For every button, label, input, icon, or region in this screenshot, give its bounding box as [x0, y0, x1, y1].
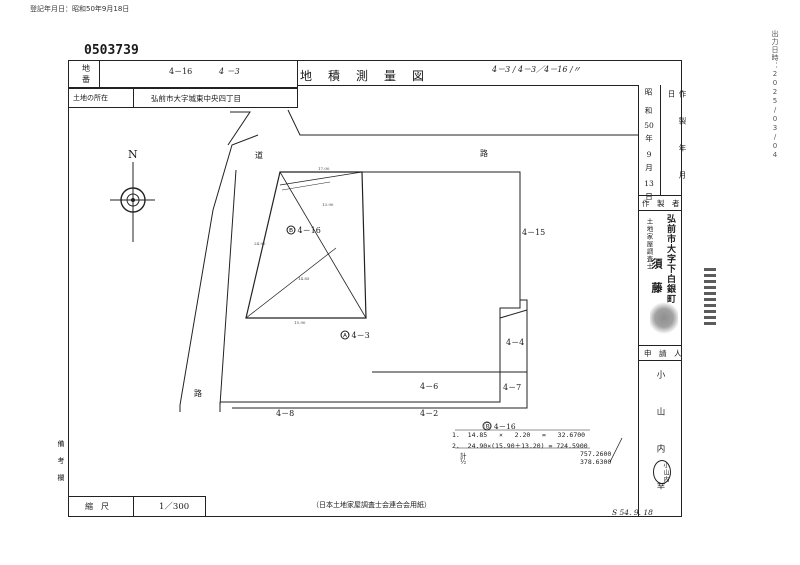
main-frame: [68, 60, 682, 517]
neighbor-4-2: 4－2: [420, 409, 439, 418]
road-label-top-right: 路: [480, 149, 488, 158]
month: 9: [646, 150, 652, 159]
calc-total-label: 計: [460, 452, 467, 460]
author-address: 弘前市大字下白銀町: [665, 214, 675, 304]
side-stamp-icon: [704, 268, 716, 328]
author-title: 土地家屋調査士: [645, 218, 653, 271]
parcel-b-diagonal: [279, 171, 367, 319]
day-unit: 日: [645, 192, 653, 201]
author-label: 作 製 者: [642, 199, 680, 208]
road-left-outer: [179, 134, 259, 412]
right-panel-divider: [660, 85, 661, 195]
road-label-bottom: 路: [194, 389, 202, 398]
parcel-a-circle-icon: [340, 330, 350, 340]
chiban-label: 地 番: [82, 64, 106, 84]
header-location-cell: 土地の所在 弘前市大字城東中央四丁目: [68, 88, 298, 108]
day: 13: [644, 179, 654, 188]
svg-text:14.85: 14.85: [298, 276, 310, 281]
svg-text:17.00: 17.00: [318, 166, 330, 171]
calc-half-value: 378.6300: [580, 458, 612, 466]
neighbor-4-15: 4－15: [522, 228, 546, 237]
era-label: 昭 和: [644, 88, 653, 115]
header-rule: [298, 85, 638, 86]
chiban-handwritten: 4 －3: [219, 67, 240, 76]
neighbor-4-4: 4－4: [506, 338, 525, 347]
calc-row-1: 1. 14.85 × 2.20 = 32.6700: [452, 431, 586, 439]
applicant-name: 小 山 内 幸: [655, 370, 665, 500]
rule: [638, 210, 682, 211]
scale-value: 1／300: [159, 502, 190, 512]
rule: [638, 345, 682, 346]
scale-label: 縮 尺: [85, 502, 109, 511]
rule: [638, 195, 682, 196]
applicant-seal: 小山内: [653, 460, 671, 484]
north-arrow-icon: [110, 162, 155, 242]
block-outer-right: [232, 299, 528, 409]
road-left-inner: [219, 169, 237, 406]
chiban-value: 4－16: [169, 67, 193, 76]
parcel-a-label: Ⓐ 4－3: [341, 331, 370, 340]
remarks-side-label: 備 考 欄: [57, 440, 65, 482]
block-outline: [220, 171, 521, 403]
calc-row-2: 2. 24.90×(15.90＋13.20) = 724.5900: [452, 442, 588, 450]
neighbor-4-7: 4－7: [503, 383, 522, 392]
applicant-label: 申 請 人: [644, 349, 682, 358]
header-chiban-cell: 地 番 4－16 4 －3: [68, 60, 298, 88]
parcel-b-label: Ⓑ 4－16: [287, 226, 321, 235]
calc-total-value: 757.2600: [580, 450, 612, 458]
divider: [133, 497, 134, 516]
svg-text:13.90: 13.90: [322, 202, 334, 207]
rule: [638, 360, 682, 361]
form-note: （日本土地家屋調査士会連合会用紙）: [312, 501, 431, 509]
svg-text:15.90: 15.90: [294, 320, 306, 325]
location-label: 土地の所在: [73, 94, 108, 102]
scale-cell: 縮 尺 1／300: [68, 496, 206, 517]
divider: [99, 61, 100, 87]
location-value: 弘前市大字城東中央四丁目: [151, 94, 241, 103]
divider: [133, 89, 134, 107]
doc-number: 0503739: [84, 43, 139, 58]
handwritten-date: S 54. 9. 18: [612, 508, 653, 517]
right-panel: [638, 85, 682, 517]
drawing-title: 地 積 測 量 図: [300, 69, 427, 83]
right-margin-stamp: 出力日時：2025/03/04: [771, 30, 779, 160]
year-unit: 年: [645, 134, 653, 143]
svg-text:24.90: 24.90: [254, 241, 266, 246]
road-edge-left: [227, 111, 251, 146]
north-label: N: [128, 148, 138, 161]
month-unit: 月: [645, 163, 653, 172]
title-handwritten: 4－3 / 4－3／4－16 /〃: [492, 65, 581, 74]
era-year: 50: [644, 121, 654, 130]
issue-date-line: 登記年月日：昭和50年9月18日: [30, 5, 130, 13]
author-seal-icon: [650, 300, 678, 336]
parcel-b-circle-icon: [286, 225, 296, 235]
calc-header: Ⓑ 4－16: [484, 422, 516, 431]
date-column: 昭 和 50 年 9 月 13 日: [642, 88, 656, 203]
road-label-top-left: 道: [255, 151, 263, 160]
road-edge-right: [287, 109, 638, 136]
parcel-4-4-line: [499, 309, 528, 319]
author-name: 須 藤: [650, 258, 663, 294]
neighbor-4-8: 4－8: [276, 409, 295, 418]
neighbor-4-6: 4－6: [420, 382, 439, 391]
calc-half-label: ½: [460, 458, 467, 466]
